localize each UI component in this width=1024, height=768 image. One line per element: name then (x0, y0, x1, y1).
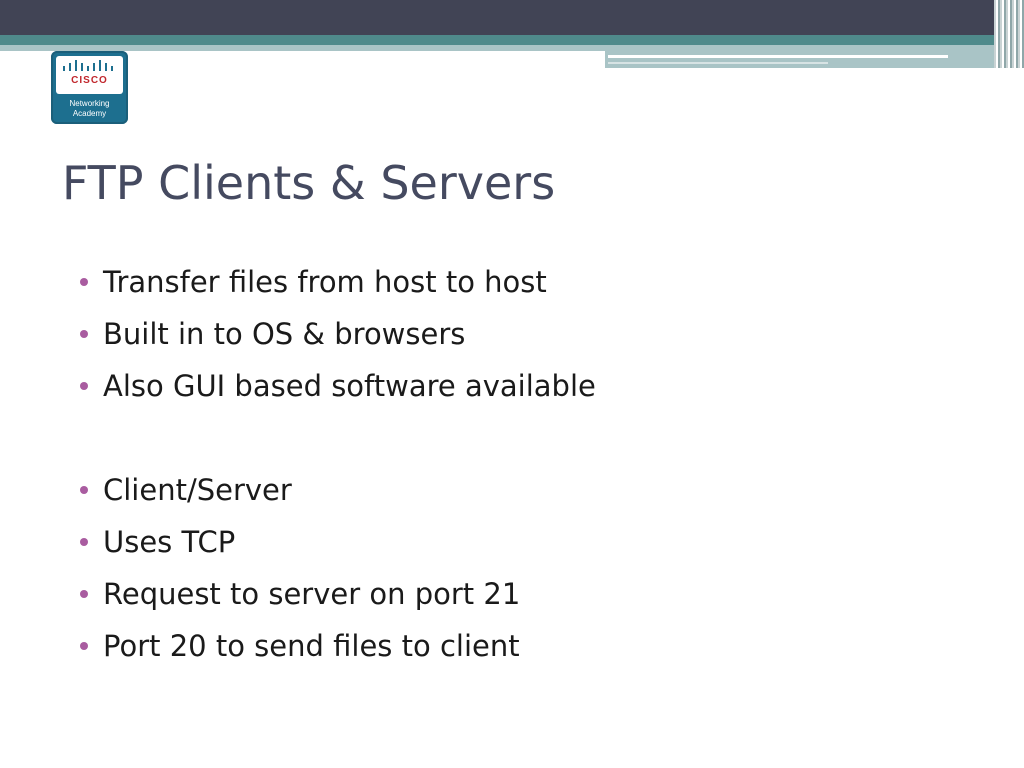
bullet-item: Uses TCP (80, 522, 596, 574)
logo-subtitle-line1: Networking (69, 99, 110, 108)
bullet-text: Transfer files from host to host (103, 265, 547, 299)
bullet-list: Transfer files from host to host Built i… (80, 262, 596, 678)
logo-subtitle: Networking Academy (51, 99, 128, 119)
header-bar-dark (0, 0, 1024, 35)
header-bar-light (0, 45, 605, 51)
header-divider-line-thin (608, 62, 828, 64)
bullet-text: Client/Server (103, 473, 292, 507)
bullet-text: Port 20 to send files to client (103, 629, 520, 663)
slide-title: FTP Clients & Servers (62, 156, 556, 210)
header-bar-teal (0, 35, 1024, 45)
bullet-text: Built in to OS & browsers (103, 317, 466, 351)
header-divider-line (608, 55, 948, 58)
bullet-item: Request to server on port 21 (80, 574, 596, 626)
bullet-dot-icon (80, 590, 88, 598)
bullet-spacer (80, 418, 596, 470)
bullet-text: Request to server on port 21 (103, 577, 521, 611)
bullet-dot-icon (80, 330, 88, 338)
bullet-dot-icon (80, 278, 88, 286)
cisco-logo: CISCO Networking Academy (51, 51, 128, 124)
bullet-item: Client/Server (80, 470, 596, 522)
bullet-item: Also GUI based software available (80, 366, 596, 418)
logo-subtitle-line2: Academy (72, 109, 107, 118)
bullet-text: Also GUI based software available (103, 369, 596, 403)
bullet-dot-icon (80, 486, 88, 494)
bullet-item: Built in to OS & browsers (80, 314, 596, 366)
bullet-item: Port 20 to send files to client (80, 626, 596, 678)
bullet-dot-icon (80, 642, 88, 650)
bullet-dot-icon (80, 382, 88, 390)
logo-brand-text: CISCO (71, 75, 108, 86)
bullet-item: Transfer files from host to host (80, 262, 596, 314)
header-stripes (994, 0, 1024, 68)
cisco-bridge-icon (63, 60, 113, 71)
bullet-text: Uses TCP (103, 525, 236, 559)
bullet-dot-icon (80, 538, 88, 546)
logo-white-panel (56, 56, 123, 94)
